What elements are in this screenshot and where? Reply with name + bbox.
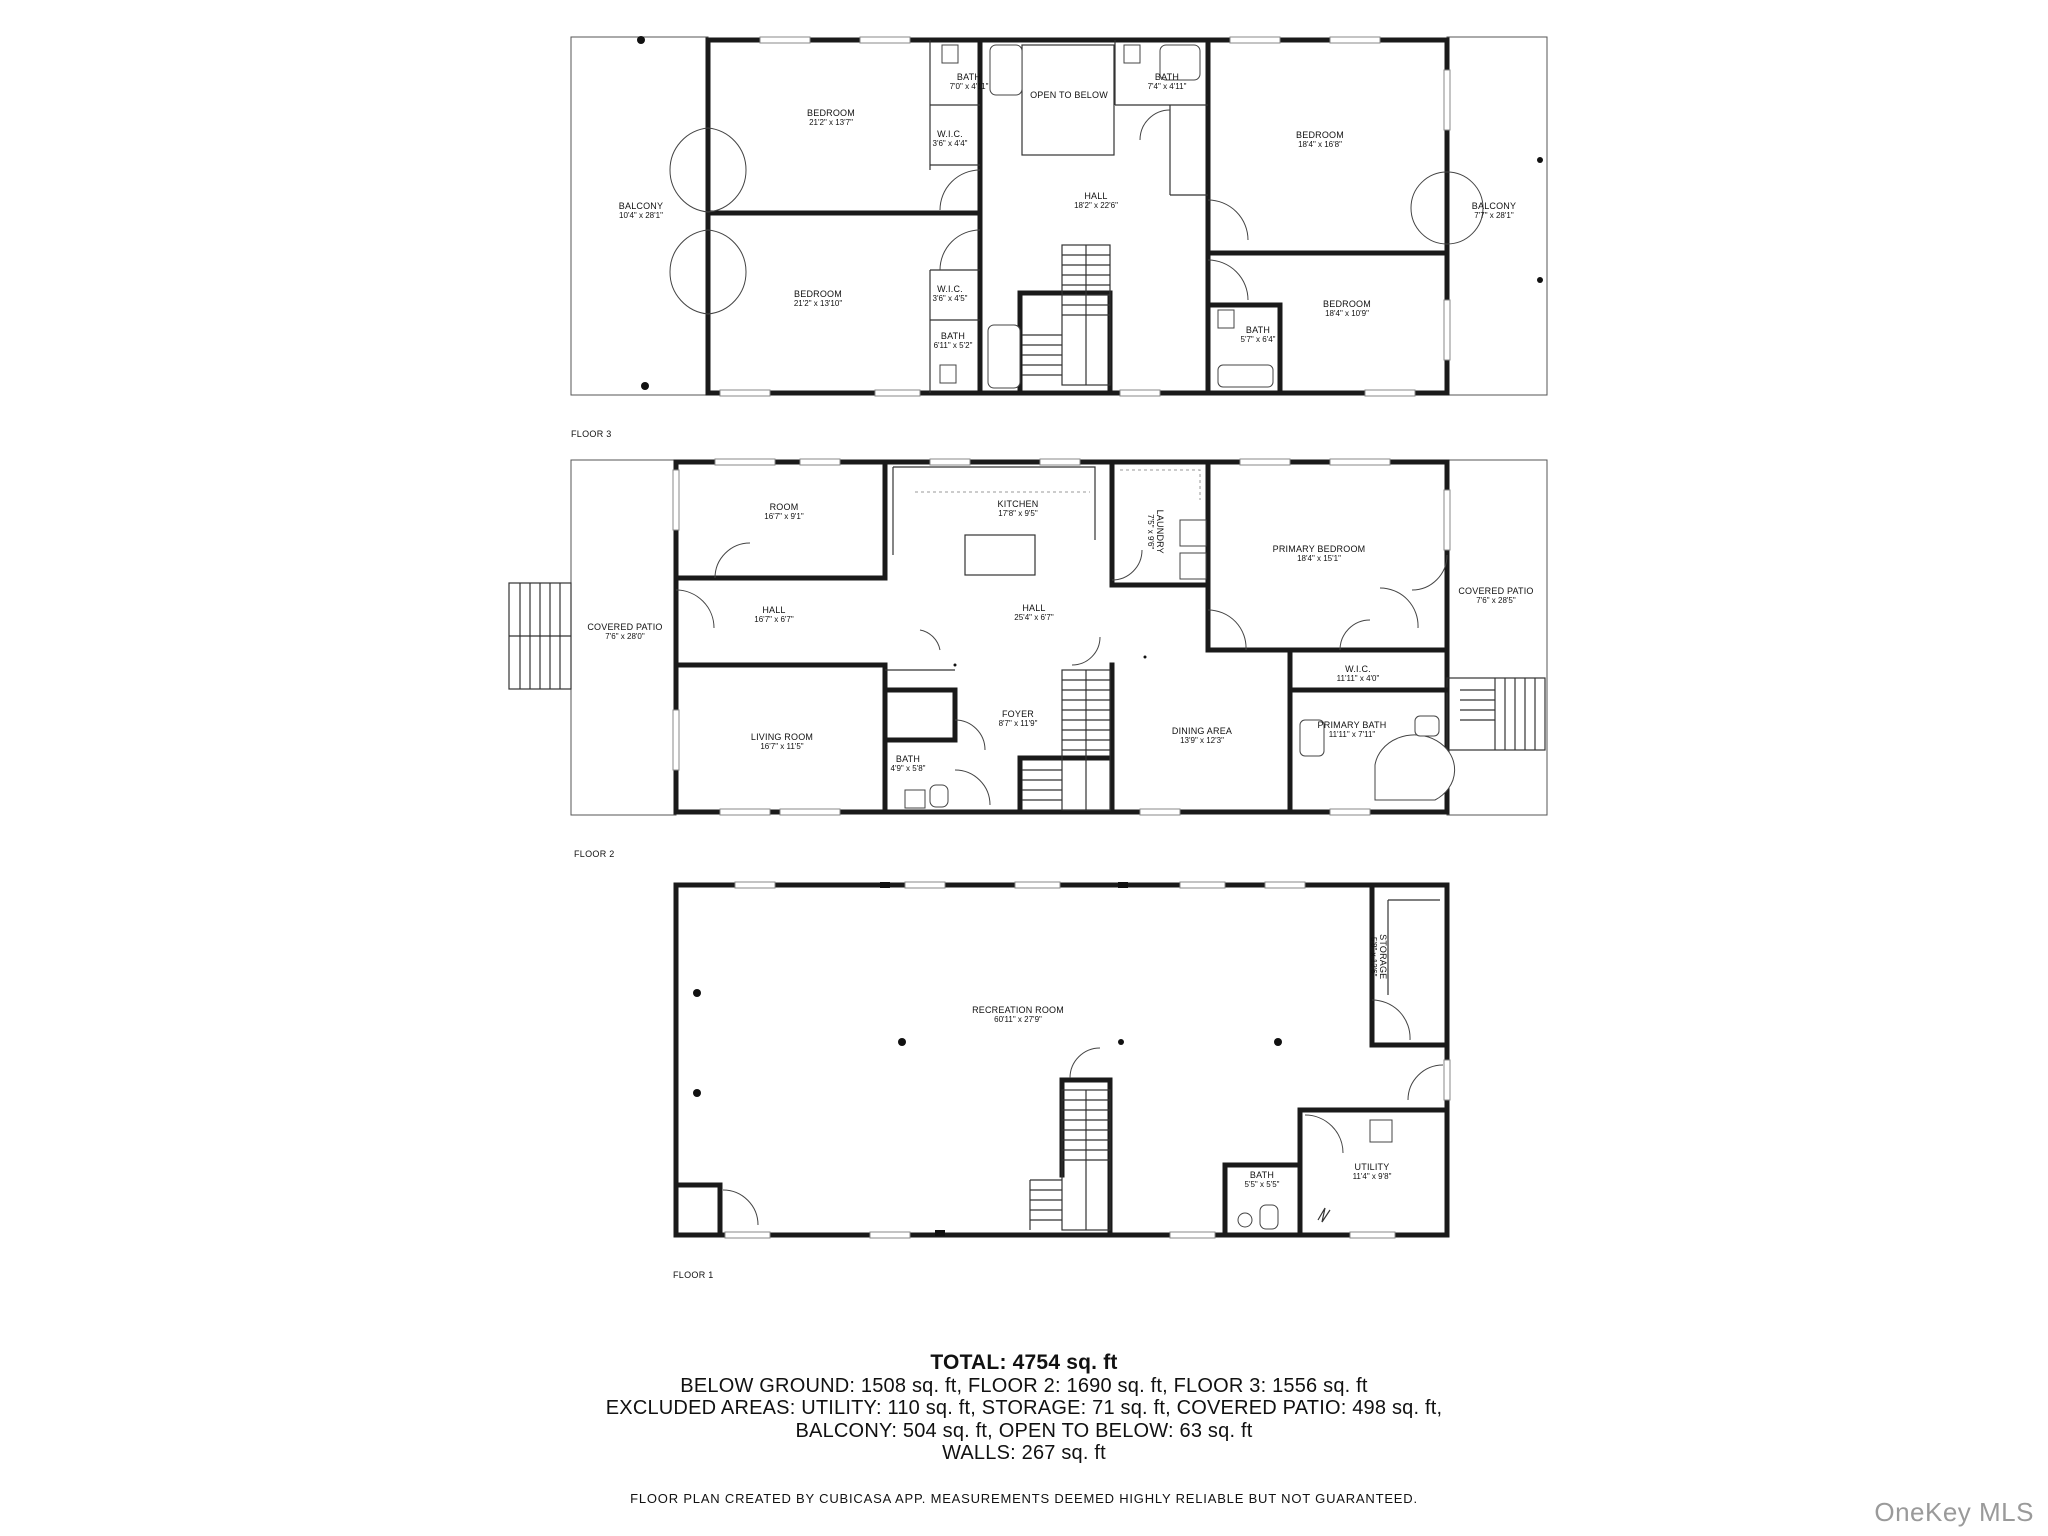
floor3-room-bedroom-sw: BEDROOM 21'2" x 13'10" bbox=[793, 289, 843, 309]
summary-line-4: WALLS: 267 sq. ft bbox=[942, 1442, 1106, 1464]
floor2-room-bath: BATH 4'9" x 5'8" bbox=[890, 754, 926, 774]
floor1-room-utility: UTILITY 11'4" x 9'8" bbox=[1352, 1162, 1392, 1182]
floor3-label: FLOOR 3 bbox=[571, 429, 612, 439]
floor1-room-storage: STORAGE 5'8" x 12'6" bbox=[1368, 934, 1388, 980]
floor2-patio-east-outline bbox=[1446, 459, 1548, 816]
floor2-room-primary-bath: PRIMARY BATH 11'11" x 7'11" bbox=[1317, 720, 1387, 740]
floor2-room-hall-west: HALL 16'7" x 6'7" bbox=[754, 605, 794, 625]
floor1-label: FLOOR 1 bbox=[673, 1270, 714, 1280]
summary-line-3: BALCONY: 504 sq. ft, OPEN TO BELOW: 63 s… bbox=[795, 1419, 1253, 1442]
floor-2-plan bbox=[508, 458, 1548, 816]
summary-line-1: BELOW GROUND: 1508 sq. ft, FLOOR 2: 1690… bbox=[680, 1374, 1368, 1397]
floor3-room-open-to-below: OPEN TO BELOW bbox=[1030, 90, 1108, 100]
floor3-room-bedroom-nw: BEDROOM 21'2" x 13'7" bbox=[807, 108, 855, 128]
floor2-room-foyer: FOYER 8'7" x 11'9" bbox=[998, 709, 1038, 729]
floor-3-plan bbox=[570, 36, 1548, 397]
floor3-room-bath-n1: BATH 7'0" x 4'11" bbox=[949, 72, 989, 92]
floor3-room-bath-se: BATH 5'7" x 6'4" bbox=[1240, 325, 1276, 345]
floor2-room-primary-bedroom: PRIMARY BEDROOM 18'4" x 15'1" bbox=[1272, 544, 1366, 564]
floor2-label: FLOOR 2 bbox=[574, 849, 615, 859]
floor2-room-covered-patio-west: COVERED PATIO 7'6" x 28'0" bbox=[587, 622, 663, 642]
floor2-room-laundry: LAUNDRY 7'5" x 9'6" bbox=[1145, 509, 1165, 554]
disclaimer: FLOOR PLAN CREATED BY CUBICASA APP. MEAS… bbox=[630, 1491, 1418, 1506]
floor3-room-balcony-east: BALCONY 7'7" x 28'1" bbox=[1471, 201, 1517, 221]
floor2-room-kitchen: KITCHEN 17'8" x 9'5" bbox=[997, 499, 1039, 519]
onekey-mls-watermark: OneKey MLS bbox=[1874, 1497, 2034, 1527]
floor2-room-room: ROOM 16'7" x 9'1" bbox=[764, 502, 804, 522]
floor1-room-recreation-room: RECREATION ROOM 60'11" x 27'9" bbox=[972, 1005, 1064, 1025]
floor2-room-covered-patio-east: COVERED PATIO 7'6" x 28'5" bbox=[1458, 586, 1534, 606]
floor2-room-living-room: LIVING ROOM 16'7" x 11'5" bbox=[750, 732, 814, 752]
floor3-room-bath-n2: BATH 7'4" x 4'11" bbox=[1147, 72, 1187, 92]
floor3-room-wic-sw: W.I.C. 3'6" x 4'5" bbox=[932, 284, 968, 304]
summary-line-2: EXCLUDED AREAS: UTILITY: 110 sq. ft, STO… bbox=[605, 1397, 1443, 1419]
floor3-room-bath-s: BATH 6'11" x 5'2" bbox=[933, 331, 973, 351]
floor2-room-dining-area: DINING AREA 13'9" x 12'3" bbox=[1171, 726, 1233, 746]
floor2-room-wic: W.I.C. 11'11" x 4'0" bbox=[1336, 664, 1380, 684]
total-area: TOTAL: 4754 sq. ft bbox=[930, 1351, 1118, 1374]
area-summary: TOTAL: 4754 sq. ft BELOW GROUND: 1508 sq… bbox=[0, 1351, 2048, 1465]
floor-1-plan bbox=[673, 881, 1451, 1239]
floor3-room-hall: HALL 18'2" x 22'6" bbox=[1074, 191, 1118, 211]
floor3-room-wic-nw: W.I.C. 3'6" x 4'4" bbox=[932, 129, 968, 149]
floor3-room-balcony-west: BALCONY 10'4" x 28'1" bbox=[618, 201, 664, 221]
floor3-exterior-walls bbox=[705, 37, 1450, 396]
floor2-room-hall-center: HALL 25'4" x 6'7" bbox=[1014, 603, 1054, 623]
floor1-room-bath: BATH 5'5" x 5'5" bbox=[1244, 1170, 1280, 1190]
floor3-room-bedroom-ne: BEDROOM 18'4" x 16'8" bbox=[1296, 130, 1344, 150]
floor3-room-bedroom-se: BEDROOM 18'4" x 10'9" bbox=[1323, 299, 1371, 319]
